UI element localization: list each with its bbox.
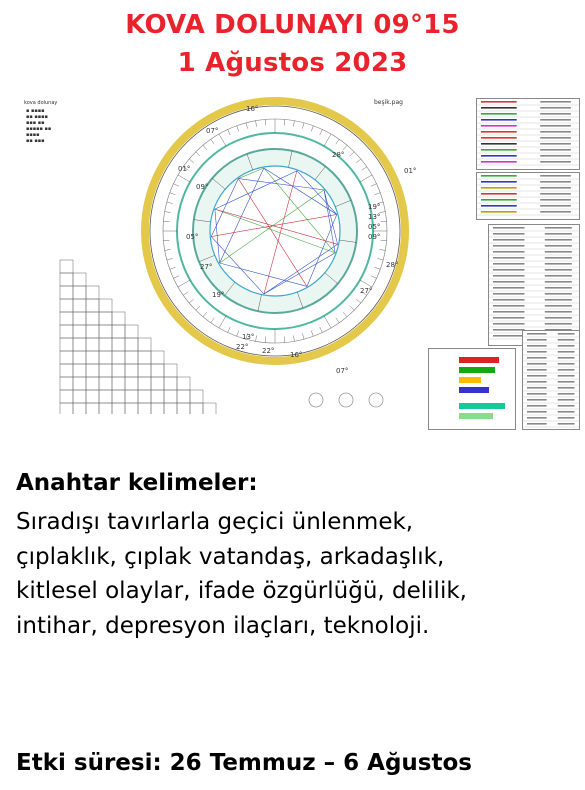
degree-label: 19° bbox=[212, 291, 225, 299]
degree-label: 28° bbox=[332, 151, 345, 159]
degree-label: 19° bbox=[368, 203, 381, 211]
title-line-1: KOVA DOLUNAYI 09°15 bbox=[125, 10, 460, 40]
natal-wheel bbox=[141, 97, 409, 365]
degree-label: 09° bbox=[196, 183, 209, 191]
chart-top-left-label: kova dolunay bbox=[24, 100, 58, 106]
degree-label: 05° bbox=[368, 223, 381, 231]
degree-label: 16° bbox=[246, 105, 259, 113]
aspect-table bbox=[488, 224, 580, 346]
degree-label: 22° bbox=[236, 343, 249, 351]
keywords-line: Sıradışı tavırlarla geçici ünlenmek, bbox=[16, 509, 414, 535]
degree-label: 13° bbox=[368, 213, 381, 221]
keywords-body: Sıradışı tavırlarla geçici ünlenmek, çıp… bbox=[16, 505, 576, 643]
element-table bbox=[428, 348, 516, 430]
degree-label: 07° bbox=[336, 367, 349, 375]
degree-label: 07° bbox=[206, 127, 219, 135]
keywords-line: çıplaklık, çıplak vatandaş, arkadaşlık, bbox=[16, 543, 445, 570]
planet-table bbox=[476, 98, 580, 170]
aspect-grid bbox=[59, 259, 217, 414]
degree-label: 27° bbox=[360, 287, 373, 295]
degree-label: 28° bbox=[386, 261, 399, 269]
astrology-chart-image: kova dolunay ▪ ▪▪▪▪ ▪▪ ▪▪▪▪ ▪▪▪ ▪▪ ▪▪▪▪▪… bbox=[10, 92, 580, 430]
degree-label: 01° bbox=[178, 165, 191, 173]
degree-label: 13° bbox=[242, 333, 255, 341]
keywords-line: intihar, depresyon ilaçları, teknoloji. bbox=[16, 612, 430, 639]
bottom-symbols bbox=[308, 392, 384, 408]
degree-label: 22° bbox=[262, 347, 275, 355]
keywords-heading: Anahtar kelimeler: bbox=[16, 470, 258, 496]
keywords-line: kitlesel olaylar, ifade özgürlüğü, delil… bbox=[16, 578, 467, 604]
degree-label: 09° bbox=[368, 233, 381, 241]
chart-info-block: ▪ ▪▪▪▪ ▪▪ ▪▪▪▪ ▪▪▪ ▪▪ ▪▪▪▪▪ ▪▪ ▪▪▪▪ ▪▪ ▪… bbox=[26, 108, 52, 144]
house-table bbox=[476, 172, 580, 220]
degree-label: 27° bbox=[200, 263, 213, 271]
degree-label: 05° bbox=[186, 233, 199, 241]
degree-label: 01° bbox=[404, 167, 417, 175]
chart-top-right-label: beşik.pag bbox=[374, 99, 403, 106]
title-line-2: 1 Ağustos 2023 bbox=[177, 48, 408, 78]
duration-text: Etki süresi: 26 Temmuz – 6 Ağustos bbox=[16, 750, 472, 776]
degree-label: 16° bbox=[290, 351, 303, 359]
extra-table bbox=[522, 330, 580, 430]
